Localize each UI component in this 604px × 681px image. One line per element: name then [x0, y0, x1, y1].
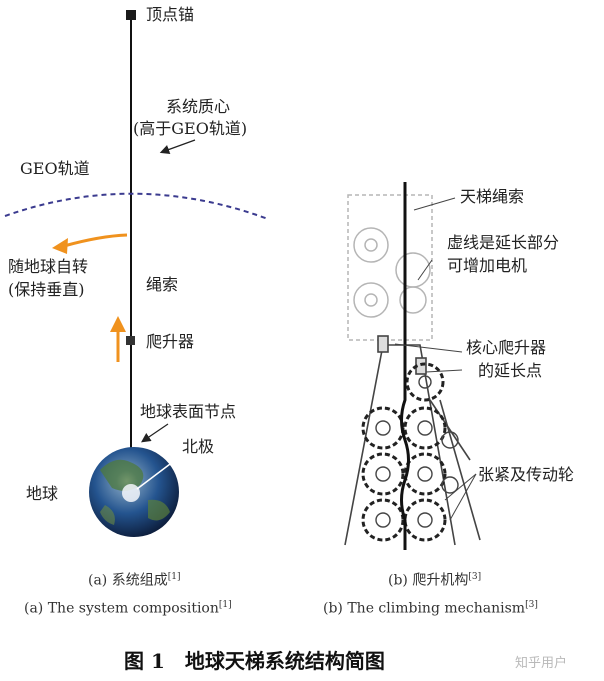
- label-ribbon: 天梯绳索: [460, 187, 525, 206]
- caption-b-en: (b) The climbing mechanism[3]: [323, 600, 538, 617]
- surface-node-pointer: [141, 423, 169, 443]
- watermark: 知乎用户: [515, 656, 568, 671]
- earth-globe: [89, 447, 179, 537]
- label-center-of-mass-note: (高于GEO轨道): [133, 119, 248, 138]
- caption-b-cn: (b) 爬升机构[3]: [388, 572, 482, 589]
- label-tension-wheels: 张紧及传动轮: [478, 465, 575, 484]
- label-rotation-note: (保持垂直): [8, 280, 85, 299]
- label-north-pole: 北极: [182, 437, 215, 456]
- label-dashed-extension: 虚线是延长部分: [447, 233, 560, 252]
- label-climber: 爬升器: [146, 332, 195, 351]
- label-core-climber-note: 的延长点: [478, 361, 543, 380]
- ribbon-line: [400, 182, 410, 550]
- extension-frame: [347, 194, 433, 341]
- label-geo-orbit: GEO轨道: [20, 159, 90, 178]
- label-earth: 地球: [26, 484, 59, 503]
- rotation-arrow: [63, 233, 128, 248]
- label-top-anchor: 顶点锚: [146, 5, 195, 24]
- caption-a-en: (a) The system composition[1]: [24, 600, 232, 617]
- top-anchor-marker: [126, 10, 136, 20]
- caption-a-cn: (a) 系统组成[1]: [88, 572, 181, 589]
- label-tether: 绳索: [146, 275, 179, 294]
- core-climber-body: [344, 335, 481, 546]
- label-core-climber: 核心爬升器: [466, 338, 547, 357]
- north-pole-pointer: [136, 457, 179, 490]
- label-center-of-mass: 系统质心: [166, 97, 231, 116]
- label-dashed-extension-note: 可增加电机: [447, 256, 528, 275]
- climber-marker: [126, 336, 135, 345]
- label-rotation: 随地球自转: [8, 257, 89, 276]
- figure-title: 图 1 地球天梯系统结构简图: [124, 649, 385, 673]
- label-surface-node: 地球表面节点: [140, 402, 237, 421]
- center-of-mass-pointer: [159, 139, 196, 155]
